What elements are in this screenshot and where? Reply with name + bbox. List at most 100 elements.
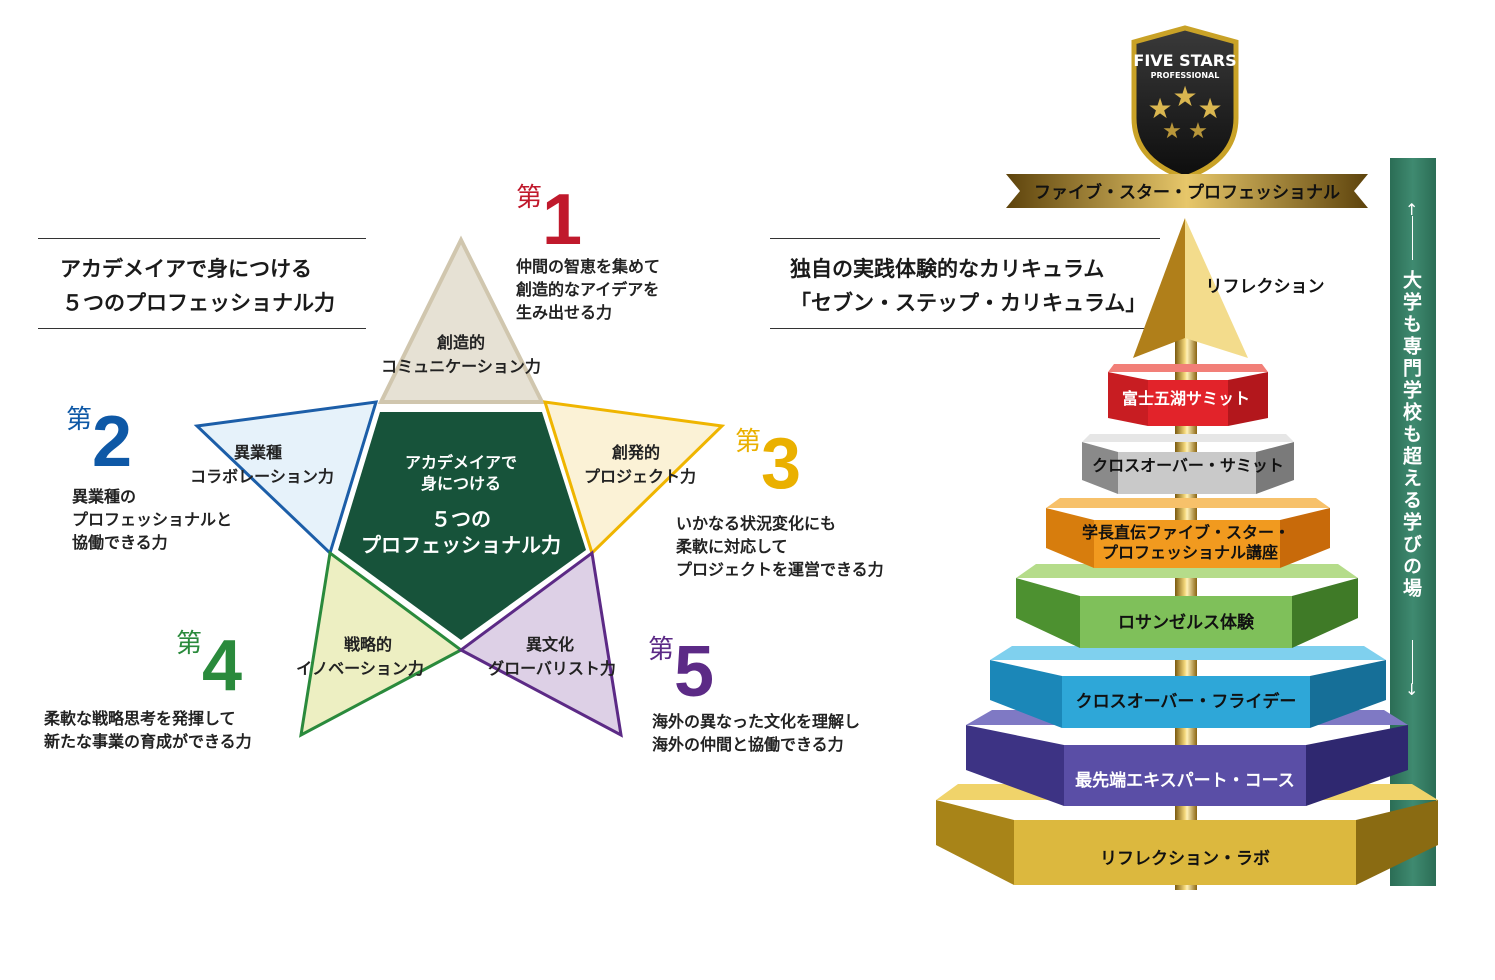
left-title-line1: アカデメイアで身につける	[60, 257, 312, 281]
star-point-4	[299, 550, 464, 738]
desc-2: 異業種の プロフェッショナルと 協働できる力	[72, 487, 233, 552]
badge-text-1: FIVE STARS	[1133, 51, 1236, 70]
center-text-2: 身につける	[421, 474, 501, 493]
right-title-line2: 「セブン・ステップ・カリキュラム」	[790, 291, 1147, 315]
banner-text: ファイブ・スター・プロフェッショナル	[1034, 182, 1340, 203]
step-3-top	[1046, 498, 1330, 508]
number-1-prefix: 第	[516, 182, 543, 212]
left-title-rule-bottom	[38, 328, 366, 329]
label-1-line2: コミュニケーション力	[381, 357, 541, 376]
star-point-2	[193, 400, 379, 556]
number-4-value: 4	[202, 626, 243, 706]
step-1-label: 富士五湖サミット	[1122, 389, 1250, 408]
step-3-left	[1046, 508, 1094, 568]
step-1-left	[1108, 372, 1148, 426]
number-5-value: 5	[674, 632, 715, 712]
step-6-front	[1064, 745, 1306, 806]
arrow-head-right	[1185, 218, 1248, 358]
label-2-line1: 異業種	[234, 443, 282, 462]
step-6-label: 最先端エキスパート・コース	[1075, 770, 1295, 791]
step-5-right	[1310, 660, 1386, 728]
number-4: 第4	[176, 630, 242, 702]
side-arrow-up: ↑	[1405, 200, 1419, 219]
step-4-right	[1292, 578, 1358, 648]
number-5-prefix: 第	[648, 634, 675, 664]
badge-star-icon-1: ★	[1147, 92, 1172, 125]
pentagram-diagram: アカデメイアで 身につける ５つの プロフェッショナル力 創造的 コミュニケーシ…	[190, 235, 726, 738]
number-4-prefix: 第	[176, 628, 203, 658]
step-6-right	[1306, 725, 1408, 806]
left-title-line2: ５つのプロフェッショナル力	[62, 291, 335, 315]
side-line-top	[1412, 216, 1413, 260]
step-2-front	[1118, 452, 1256, 494]
label-3-line2: プロジェクト力	[584, 467, 696, 486]
right-title-rule-bottom	[770, 328, 1160, 329]
step-2-label: クロスオーバー・サミット	[1092, 456, 1284, 475]
left-title-rule-top	[38, 238, 366, 239]
step-7-right	[1356, 800, 1438, 885]
desc-3: いかなる状況変化にも 柔軟に対応して プロジェクトを運営できる力	[676, 514, 884, 579]
number-2: 第2	[66, 406, 132, 478]
step-3-right	[1280, 508, 1330, 568]
step-7-front	[1014, 820, 1356, 885]
curriculum-pyramid: FIVE STARS PROFESSIONAL ★ ★ ★ ★ ★ ファイブ・ス…	[936, 25, 1438, 890]
left-title: アカデメイアで身につける ５つのプロフェッショナル力	[60, 252, 335, 320]
badge-star-icon-4: ★	[1162, 119, 1182, 144]
arrow-label: リフレクション	[1206, 277, 1325, 297]
desc-1: 仲間の智恵を集めて 創造的なアイデアを 生み出せる力	[516, 257, 661, 322]
label-3-line1: 創発的	[611, 443, 660, 462]
center-text-1: アカデメイアで	[405, 453, 517, 472]
step-4-label: ロサンゼルス体験	[1118, 612, 1255, 633]
number-2-prefix: 第	[66, 404, 93, 434]
center-text-3: ５つの	[431, 507, 491, 531]
number-1: 第1	[516, 184, 582, 256]
number-1-value: 1	[542, 180, 583, 260]
side-line-bottom	[1412, 640, 1413, 684]
number-3-value: 3	[761, 424, 802, 504]
label-4-line1: 戦略的	[344, 635, 392, 654]
label-2-line2: コラボレーション力	[190, 467, 334, 486]
badge-star-icon-3: ★	[1197, 92, 1222, 125]
step-7-label: リフレクション・ラボ	[1100, 849, 1270, 869]
side-arrow-down: ↓	[1405, 680, 1419, 699]
desc-5: 海外の異なった文化を理解し 海外の仲間と協働できる力	[652, 712, 861, 754]
star-point-5	[458, 550, 623, 738]
right-title-rule-top	[770, 238, 1160, 239]
number-3: 第3	[735, 428, 801, 500]
step-2-top	[1082, 434, 1294, 442]
badge-star-icon-5: ★	[1188, 119, 1208, 144]
step-7-left	[936, 800, 1014, 885]
label-5-line1: 異文化	[526, 635, 574, 654]
step-3-front	[1094, 520, 1280, 568]
badge-text-2: PROFESSIONAL	[1151, 71, 1220, 80]
center-text-4: プロフェッショナル力	[361, 533, 561, 557]
step-4-front	[1080, 596, 1292, 648]
label-4-line2: イノベーション力	[296, 659, 424, 678]
right-title: 独自の実践体験的なカリキュラム 「セブン・ステップ・カリキュラム」	[790, 252, 1146, 320]
step-1-top	[1108, 364, 1268, 372]
side-text: 大学も専門学校も超える学びの場	[1400, 270, 1422, 600]
step-4-left	[1016, 578, 1080, 648]
step-5-label: クロスオーバー・フライデー	[1076, 691, 1297, 712]
number-2-value: 2	[92, 402, 133, 482]
label-1-line1: 創造的	[436, 333, 485, 352]
step-5-left	[990, 660, 1062, 728]
right-title-line1: 独自の実践体験的なカリキュラム	[790, 257, 1105, 281]
badge-star-icon-2: ★	[1172, 80, 1197, 113]
number-5: 第5	[648, 636, 714, 708]
step-5-front	[1062, 676, 1310, 728]
star-point-1	[377, 235, 546, 404]
arrow-head-left	[1133, 218, 1185, 358]
step-5-top	[990, 646, 1386, 660]
step-1-right	[1228, 372, 1268, 426]
step-6-left	[966, 725, 1064, 806]
center-pentagon	[338, 412, 586, 640]
step-3-label: 学長直伝ファイブ・スター・	[1082, 523, 1290, 542]
step-2-left	[1082, 442, 1118, 494]
number-3-prefix: 第	[735, 426, 762, 456]
step-1-front	[1148, 380, 1228, 426]
desc-4: 柔軟な戦略思考を発揮して 新たな事業の育成ができる力	[44, 709, 252, 751]
step-2-right	[1256, 442, 1294, 494]
step-3-label2: プロフェッショナル講座	[1102, 543, 1278, 562]
banner	[1006, 174, 1368, 208]
